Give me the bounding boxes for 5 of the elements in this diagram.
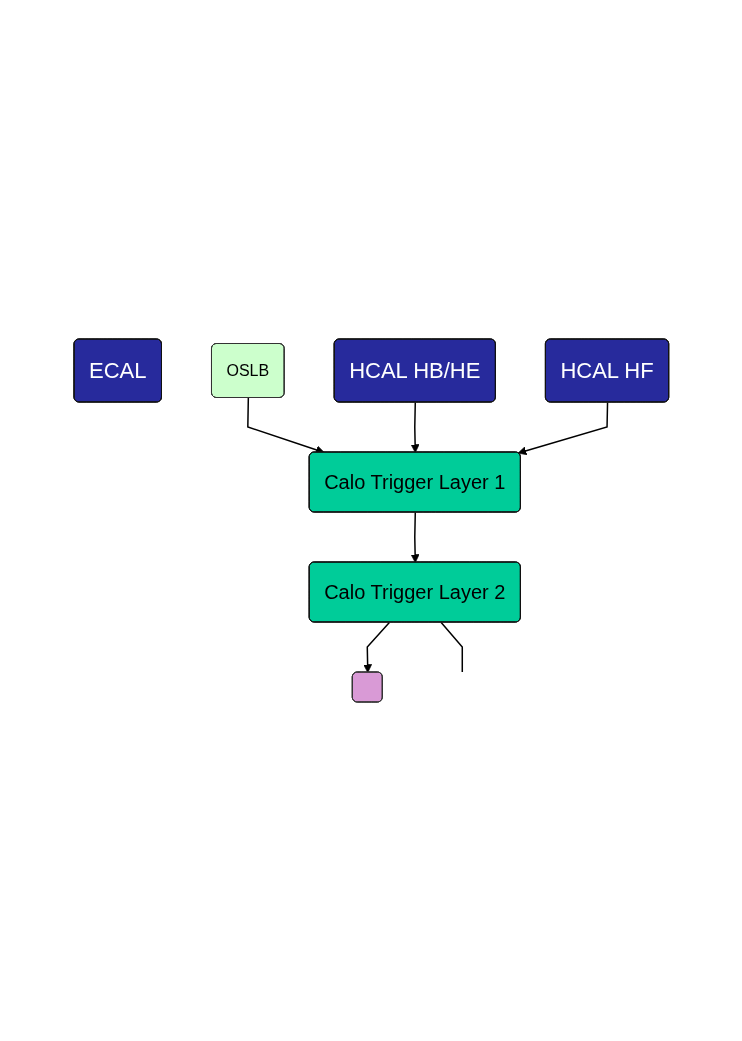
connector [440,621,463,673]
arrow [517,401,608,456]
arrow [410,401,420,453]
arrow [410,511,420,563]
arrow [362,621,390,673]
